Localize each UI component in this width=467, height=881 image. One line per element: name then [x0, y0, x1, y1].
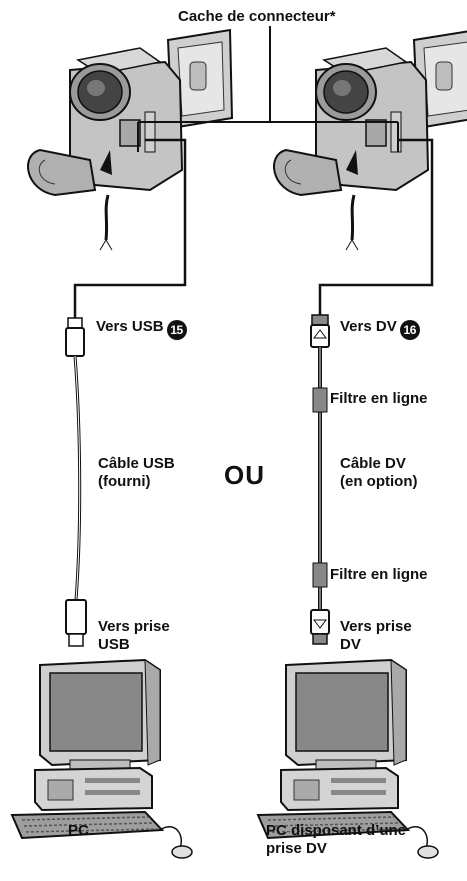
usb-cable-label-line1: Câble USB	[98, 455, 175, 472]
or-label: OU	[224, 460, 265, 490]
pc-label: PC	[68, 822, 89, 839]
to-dv-jack-line1: Vers prise	[340, 618, 412, 635]
usb-cable	[65, 138, 187, 647]
number-16-badge: 16	[399, 320, 420, 340]
pc-dv-label-line1: PC disposant d’une	[266, 822, 407, 839]
pc-dv-label-line2: prise DV	[266, 840, 327, 857]
dv-cable	[310, 138, 434, 645]
to-dv-text: Vers DV	[340, 318, 397, 335]
connector-cover-leader	[137, 26, 399, 152]
connector-cover-label: Cache de connecteur*	[178, 8, 336, 25]
number-15-badge: 15	[166, 320, 187, 340]
camcorder-left	[26, 28, 234, 252]
dv-cable-label-line1: Câble DV	[340, 455, 406, 472]
usb-cable-label-line2: (fourni)	[98, 473, 151, 490]
to-usb-text: Vers USB	[96, 318, 164, 335]
camcorder-right	[272, 28, 467, 252]
to-usb-jack-line2: USB	[98, 636, 130, 653]
filter-top-label: Filtre en ligne	[330, 390, 428, 407]
to-usb-jack-line1: Vers prise	[98, 618, 170, 635]
to-dv-jack-line2: DV	[340, 636, 361, 653]
filter-bottom-label: Filtre en ligne	[330, 566, 428, 583]
pc-left	[11, 659, 193, 859]
dv-cable-label-line2: (en option)	[340, 473, 418, 490]
